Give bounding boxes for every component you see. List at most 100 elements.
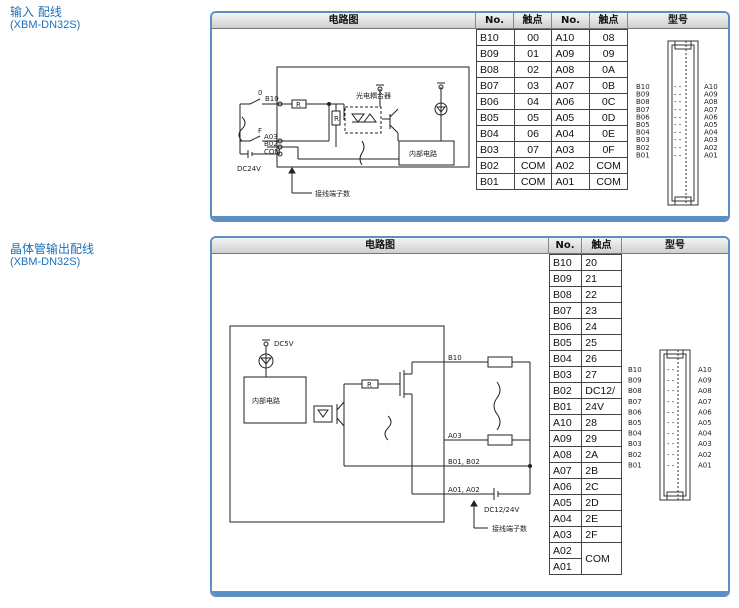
table-cell: 05 (513, 109, 553, 126)
label-terminal-count: 接线端子数 (315, 189, 350, 198)
connector-pin-dash: - - (674, 113, 682, 121)
connector-pin-label: A06 (704, 113, 718, 121)
table-cell: 2B (581, 462, 622, 479)
connector-pin-label: A09 (698, 377, 712, 385)
connector-pin-dash: - - (667, 451, 675, 459)
input-wiring-model: (XBM-DN32S) (10, 19, 81, 31)
model-header: 型号 (628, 13, 728, 29)
connector-pin-label: A07 (698, 398, 712, 406)
transistor-output-heading: 晶体管输出配线 (10, 242, 95, 256)
table-cell: B09 (548, 270, 583, 287)
table-cell: 02 (513, 61, 553, 78)
connector-pin-label: A03 (698, 440, 712, 448)
table-cell: 21 (581, 270, 622, 287)
table-cell: A01 (548, 558, 583, 575)
no-header-3: No. (549, 238, 582, 254)
label-a01-a02: A01, A02 (448, 486, 480, 494)
label-r: R (367, 381, 372, 389)
table-cell: A07 (548, 462, 583, 479)
label-a03: A03 (264, 133, 278, 141)
contact-header-1: 触点 (514, 13, 552, 29)
table-cell: 23 (581, 302, 622, 319)
connector-pin-dash: - - (674, 129, 682, 137)
label-r1: R (296, 101, 301, 109)
table-cell: 20 (581, 254, 622, 271)
table-cell: A02 (548, 542, 583, 559)
connector-pin-dash: - - (674, 121, 682, 129)
table-cell: 06 (513, 125, 553, 142)
label-r2: R (334, 115, 339, 123)
connector-pin-label: A10 (704, 83, 718, 91)
table-cell: 26 (581, 350, 622, 367)
table-cell: COM (589, 173, 628, 190)
label-f: F (258, 127, 262, 135)
table-cell: A06 (548, 478, 583, 495)
table-cell: 04 (513, 93, 553, 110)
table-cell: B01 (548, 398, 583, 415)
input-circuit-diagram: 0 B10 R R 光电耦合器 F A03 B02 COM DC24V 内部电路… (237, 66, 470, 198)
table-cell: B03 (548, 366, 583, 383)
table-cell: B09 (476, 45, 515, 62)
table-cell: COM (589, 157, 628, 174)
table-cell: B04 (548, 350, 583, 367)
table-cell: B01 (476, 173, 515, 190)
table-cell: A03 (548, 526, 583, 543)
table-cell: B10 (476, 29, 515, 46)
table-cell: 0C (589, 93, 628, 110)
connector-pin-label: A08 (704, 98, 718, 106)
connector-pin-label: B09 (636, 91, 650, 99)
table-cell: 0A (589, 61, 628, 78)
table-cell: COM (513, 173, 553, 190)
connector-pin-label: A08 (698, 387, 712, 395)
table-cell: 07 (513, 141, 553, 158)
input-wiring-title: 输入 配线 (XBM-DN32S) (10, 6, 80, 32)
table-cell: A09 (551, 45, 591, 62)
connector-pin-dash: - - (667, 377, 675, 385)
table-cell: A08 (551, 61, 591, 78)
table-cell: A06 (551, 93, 591, 110)
connector-pin-label: B03 (628, 440, 642, 448)
connector-pin-label: B10 (636, 83, 650, 91)
label-internal-circuit-2: 内部电路 (252, 396, 280, 405)
table-cell: 27 (581, 366, 622, 383)
label-b10-out: B10 (448, 354, 462, 362)
connector-pin-label: B03 (636, 136, 650, 144)
table-cell: A09 (548, 430, 583, 447)
connector-pin-label: A01 (704, 151, 718, 159)
table-cell: 2E (581, 510, 622, 527)
table-cell: 24 (581, 318, 622, 335)
table-cell: 22 (581, 286, 622, 303)
transistor-output-model: (XBM-DN32S) (10, 256, 81, 268)
connector-pin-label: B01 (636, 151, 650, 159)
transistor-output-title: 晶体管输出配线 (XBM-DN32S) (10, 243, 94, 269)
connector-pin-label: B05 (636, 121, 650, 129)
no-header-2: No. (552, 13, 590, 29)
connector-pin-dash: - - (674, 98, 682, 106)
table-cell: 08 (589, 29, 628, 46)
connector-pin-label: B09 (628, 377, 642, 385)
label-com: COM (264, 148, 280, 156)
label-b01-b02: B01, B02 (448, 458, 480, 466)
table-cell: 28 (581, 414, 622, 431)
table-cell: B05 (548, 334, 583, 351)
table-cell: A04 (551, 125, 591, 142)
connector-pin-dash: - - (674, 83, 682, 91)
connector-pin-label: B01 (628, 461, 642, 469)
